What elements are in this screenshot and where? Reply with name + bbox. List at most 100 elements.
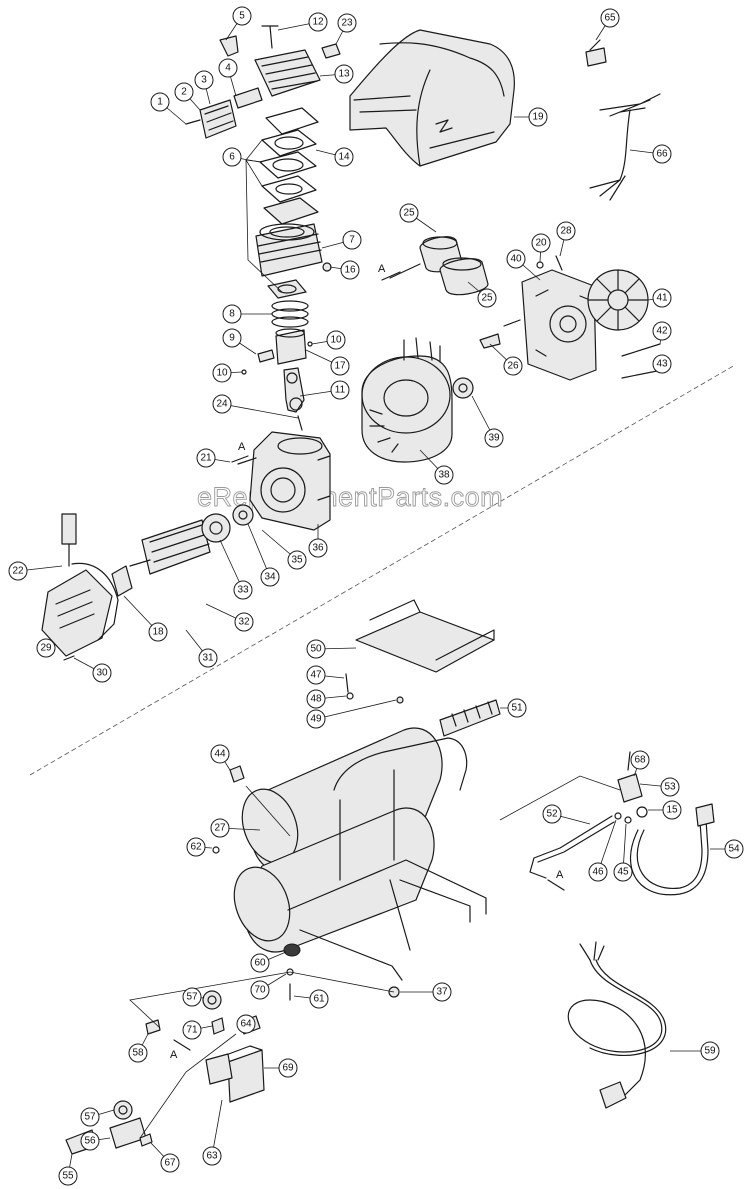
callout-number: 53	[664, 782, 676, 793]
callout-number: 64	[240, 1019, 252, 1030]
callout-60: 60	[250, 951, 287, 973]
callout-36: 36	[308, 524, 328, 558]
callout-circle	[432, 982, 452, 1002]
callout-circle	[8, 561, 28, 581]
callout-leader-line	[247, 523, 271, 578]
callout-12: 12	[277, 12, 328, 32]
motor-end-bell	[521, 269, 597, 381]
callout-2: 2	[174, 82, 201, 111]
callout-circle	[234, 612, 254, 632]
callout-number: 23	[341, 18, 353, 29]
callout-21: 21	[196, 448, 231, 468]
callout-43: 43	[652, 354, 672, 374]
callout-number: 5	[239, 11, 245, 22]
callout-15: 15	[648, 800, 682, 820]
callout-circle	[308, 538, 328, 558]
callout-circle	[308, 12, 328, 32]
callout-number: 18	[152, 627, 164, 638]
callout-number: 4	[225, 63, 231, 74]
callout-number: 58	[132, 1048, 144, 1059]
callout-number: 25	[481, 293, 493, 304]
motor-shroud	[349, 29, 515, 167]
callout-29: 29	[36, 638, 56, 658]
callout-number: 7	[349, 235, 355, 246]
callout-3: 3	[194, 70, 214, 105]
callout-39: 39	[471, 395, 504, 448]
callout-circle	[194, 70, 214, 90]
callout-68: 68	[630, 750, 650, 777]
callout-number: 3	[201, 75, 207, 86]
twin-air-tanks	[233, 727, 487, 981]
callout-circle	[531, 233, 551, 253]
callout-circle	[202, 1146, 222, 1166]
callout-67: 67	[149, 1141, 180, 1173]
callout-number: 27	[214, 823, 226, 834]
callout-circle	[556, 221, 576, 241]
callout-number: 21	[200, 453, 212, 464]
callout-56: 56	[80, 1131, 111, 1151]
callout-circle	[340, 260, 360, 280]
callout-8: 8	[222, 304, 272, 324]
callout-number: 2	[181, 87, 187, 98]
callout-number: 69	[282, 1063, 294, 1074]
callout-number: 55	[62, 1171, 74, 1182]
callout-leader-line	[315, 699, 397, 720]
callout-circle	[330, 356, 350, 376]
callout-circle	[330, 380, 350, 400]
callout-11: 11	[299, 380, 350, 400]
callout-63: 63	[202, 1099, 223, 1166]
callout-circle	[662, 800, 682, 820]
callout-circle	[186, 837, 206, 857]
callout-number: 19	[532, 112, 544, 123]
callout-number: 59	[704, 1046, 716, 1057]
wiring-harness	[589, 93, 661, 201]
callout-number: 51	[511, 703, 523, 714]
callout-16: 16	[329, 260, 360, 280]
callout-31: 31	[185, 629, 218, 668]
callout-circle	[92, 663, 112, 683]
motor-end-cover	[39, 562, 133, 661]
callout-circle	[80, 1131, 100, 1151]
callout-circle	[399, 203, 419, 223]
callout-62: 62	[186, 837, 213, 857]
callout-number: 45	[617, 867, 629, 878]
callout-57: 57	[182, 987, 205, 1007]
callout-number: 20	[535, 238, 547, 249]
callout-circle	[222, 328, 242, 348]
callout-number: 16	[344, 265, 356, 276]
foot-hardware	[283, 943, 400, 1001]
callout-circle	[210, 818, 230, 838]
callout-34: 34	[247, 523, 280, 587]
check-valve	[614, 751, 648, 824]
callout-number: 30	[96, 668, 108, 679]
callout-number: 67	[164, 1158, 176, 1169]
callout-circle	[236, 1014, 256, 1034]
callout-number: 8	[229, 309, 235, 320]
callout-42: 42	[652, 321, 672, 345]
svg-text:A: A	[238, 441, 246, 453]
hose-assembly	[629, 803, 715, 896]
callout-number: 10	[216, 368, 228, 379]
callout-number: 12	[312, 17, 324, 28]
motor-base-plate	[355, 599, 495, 673]
callout-circle	[503, 356, 523, 376]
callout-number: 49	[310, 714, 322, 725]
callout-number: 35	[291, 555, 303, 566]
small-hardware-upper	[479, 255, 663, 379]
callout-30: 30	[73, 657, 112, 683]
callout-circle	[150, 92, 170, 112]
callout-number: 70	[254, 985, 266, 996]
callout-number: 1	[157, 97, 163, 108]
callout-number: 37	[436, 987, 448, 998]
callout-18: 18	[123, 595, 168, 642]
callout-38: 38	[419, 449, 454, 485]
callout-circle	[613, 862, 633, 882]
callout-27: 27	[210, 818, 261, 838]
callout-number: 31	[202, 653, 214, 664]
callout-circle	[250, 953, 270, 973]
callout-circle	[233, 580, 253, 600]
callout-number: 15	[666, 805, 678, 816]
power-cord	[567, 941, 667, 1109]
callout-circle	[182, 1020, 202, 1040]
